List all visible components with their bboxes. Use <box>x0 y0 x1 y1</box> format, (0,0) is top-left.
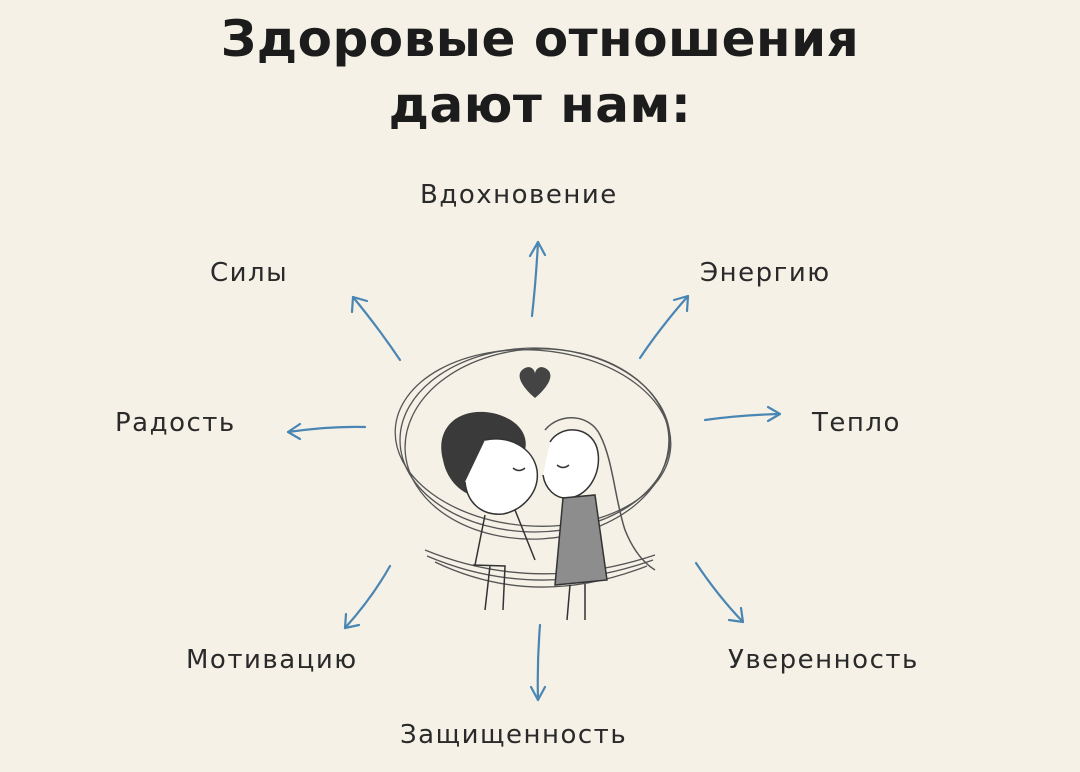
arrow-left-joy <box>286 422 367 441</box>
label-motivation: Мотивацию <box>186 645 358 675</box>
label-security: Защищенность <box>400 720 628 750</box>
arrow-right-warmth <box>703 405 782 423</box>
title-line-2: дают нам: <box>388 76 692 134</box>
label-energy: Энергию <box>700 258 831 288</box>
title-line-1: Здоровые отношения <box>220 10 860 68</box>
boy-figure <box>441 411 539 611</box>
arrow-down-security <box>529 623 547 702</box>
label-strength: Силы <box>210 258 289 288</box>
heart-icon <box>519 367 551 398</box>
arrow-up-right-energy <box>638 294 690 360</box>
page-title: Здоровые отношения дают нам: <box>0 6 1080 138</box>
label-joy: Радость <box>115 408 236 438</box>
label-inspiration: Вдохновение <box>420 180 618 210</box>
label-confidence: Уверенность <box>728 645 919 675</box>
swing-scribble <box>394 347 672 588</box>
kissing-couple-illustration <box>394 347 672 621</box>
arrow-down-left-motivation <box>343 564 392 630</box>
arrow-up-inspiration <box>528 240 547 318</box>
arrow-down-right-confidence <box>694 561 745 624</box>
label-warmth: Тепло <box>812 408 901 438</box>
girl-figure <box>542 417 656 621</box>
arrow-up-left-strength <box>350 295 402 362</box>
